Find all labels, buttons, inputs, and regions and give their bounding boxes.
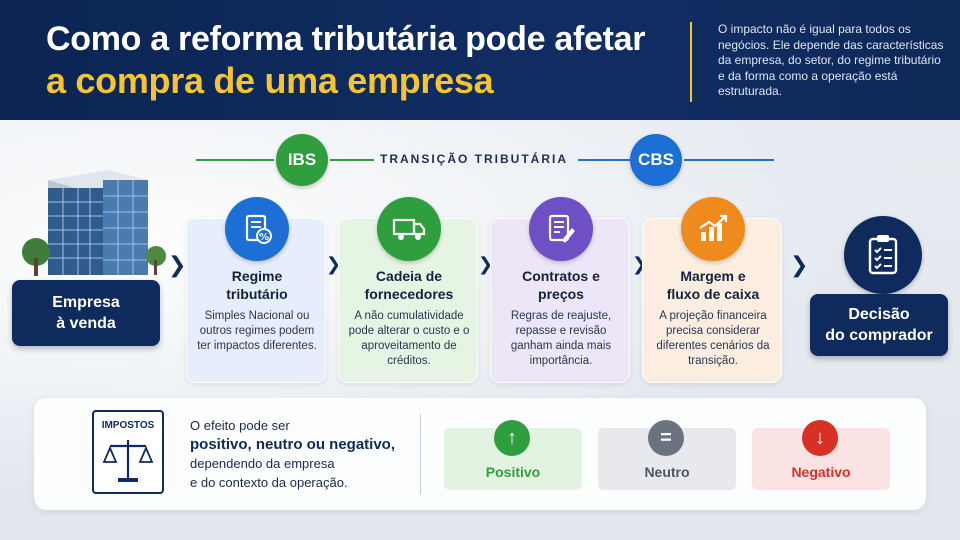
clipboard-checklist-icon	[844, 216, 922, 294]
effect-line4: e do contexto da operação.	[190, 475, 348, 490]
card-title-line2: tributário	[226, 286, 288, 302]
transition-line-mid-right	[578, 159, 630, 161]
chevron-right-icon: ❯	[478, 254, 494, 274]
contract-pen-icon	[529, 197, 593, 261]
card-title: Regime tributário	[187, 267, 327, 303]
scales-icon	[102, 440, 154, 482]
card-title-line2: fluxo de caixa	[666, 286, 760, 302]
card-title-line1: Cadeia de	[375, 268, 443, 284]
card-title: Margem e fluxo de caixa	[643, 267, 783, 303]
ibs-badge: IBS	[276, 134, 328, 186]
building-illustration	[22, 170, 166, 276]
outcome-negativo: ↓ Negativo	[752, 420, 890, 490]
outcome-label: Neutro	[644, 464, 690, 480]
outcome-positivo: ↑ Positivo	[444, 420, 582, 490]
header-description: O impacto não é igual para todos os negó…	[718, 22, 944, 98]
outcome-label: Negativo	[791, 464, 851, 480]
card-contratos-precos: Contratos e preços Regras de reajuste, re…	[490, 197, 631, 383]
arrow-up-icon: ↑	[494, 420, 530, 456]
cbs-badge: CBS	[630, 134, 682, 186]
card-title: Contratos e preços	[491, 267, 631, 303]
card-title-line1: Margem e	[680, 268, 746, 284]
card-text: Regras de reajuste, repasse e revisão ga…	[510, 310, 612, 367]
transition-line-mid-left	[330, 159, 374, 161]
svg-text:%: %	[259, 232, 269, 243]
transition-label: TRANSIÇÃO TRIBUTÁRIA	[380, 152, 568, 166]
effect-description: O efeito pode ser positivo, neutro ou ne…	[190, 416, 410, 492]
start-label-line2: à venda	[56, 315, 116, 332]
card-title: Cadeia de fornecedores	[339, 267, 479, 303]
transition-line-left	[196, 159, 274, 161]
equals-icon: =	[648, 420, 684, 456]
page-title-line2: a compra de uma empresa	[46, 60, 494, 101]
chart-growth-icon	[681, 197, 745, 261]
page-title-line1: Como a reforma tributária pode afetar	[46, 20, 646, 58]
chevron-right-icon: ❯	[790, 252, 809, 277]
transition-line-right	[684, 159, 774, 161]
start-label-line1: Empresa	[52, 294, 120, 311]
card-title-line2: preços	[538, 286, 584, 302]
outcome-neutro: = Neutro	[598, 420, 736, 490]
card-text: A projeção financeira precisa considerar…	[656, 310, 770, 367]
tax-document-icon: IMPOSTOS	[92, 410, 164, 494]
card-regime-tributario: % Regime tributário Simples Nacional ou o…	[186, 197, 327, 383]
card-text: Simples Nacional ou outros regimes podem…	[197, 310, 317, 352]
outcome-label: Positivo	[485, 464, 541, 480]
card-title-line1: Contratos e	[522, 268, 600, 284]
chevron-right-icon: ❯	[326, 254, 342, 274]
effect-line1: O efeito pode ser	[190, 418, 290, 433]
header-divider	[690, 22, 692, 102]
card-title-line2: fornecedores	[364, 286, 454, 302]
end-label-line2: do comprador	[825, 327, 933, 344]
empresa-a-venda-box: Empresa à venda	[12, 280, 160, 346]
decisao-comprador-box: Decisão do comprador	[810, 294, 948, 356]
effect-strong: positivo, neutro ou negativo,	[190, 436, 396, 453]
card-margem-fluxo-caixa: Margem e fluxo de caixa A projeção financ…	[642, 197, 783, 383]
effect-line3: dependendo da empresa	[190, 456, 335, 471]
document-percent-icon: %	[225, 197, 289, 261]
header-banner: Como a reforma tributária pode afetar a …	[0, 0, 960, 120]
panel-divider	[420, 414, 421, 494]
doc-label: IMPOSTOS	[101, 420, 155, 431]
truck-icon	[377, 197, 441, 261]
end-label-line1: Decisão	[848, 306, 910, 323]
card-text: A não cumulatividade pode alterar o cust…	[348, 310, 470, 367]
arrow-down-icon: ↓	[802, 420, 838, 456]
chevron-right-icon: ❯	[168, 252, 187, 277]
card-cadeia-fornecedores: Cadeia de fornecedores A não cumulativida…	[338, 197, 479, 383]
card-title-line1: Regime	[231, 268, 283, 284]
